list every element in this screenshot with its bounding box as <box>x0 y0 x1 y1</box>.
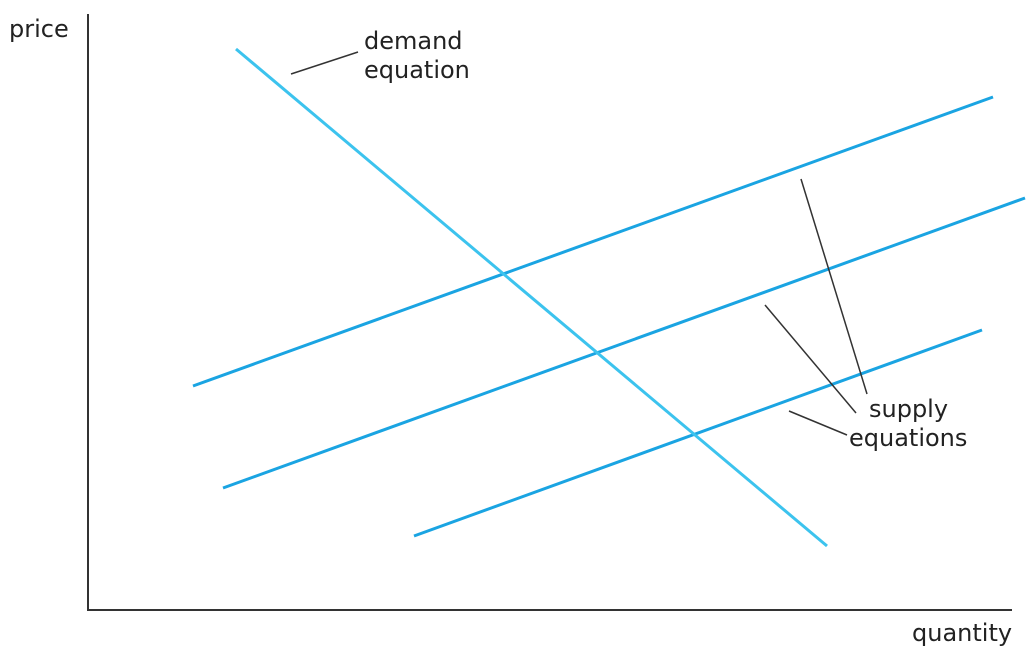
supply-label-line2: equations <box>849 424 967 452</box>
supply-leader-line-lower <box>788 410 848 436</box>
supply-line-upper <box>192 95 994 388</box>
x-axis-label: quantity <box>912 619 1012 647</box>
supply-line-middle <box>222 196 1026 490</box>
demand-label-line1: demand <box>364 27 463 55</box>
supply-line-lower <box>413 328 983 538</box>
supply-leader-line-middle <box>764 304 857 414</box>
supply-label-line1: supply <box>869 395 948 423</box>
supply-leader-line-upper <box>800 178 868 395</box>
y-axis-label: price <box>9 15 69 43</box>
demand-leader-line <box>290 51 359 75</box>
demand-line <box>235 47 828 548</box>
demand-label-line2: equation <box>364 56 470 84</box>
